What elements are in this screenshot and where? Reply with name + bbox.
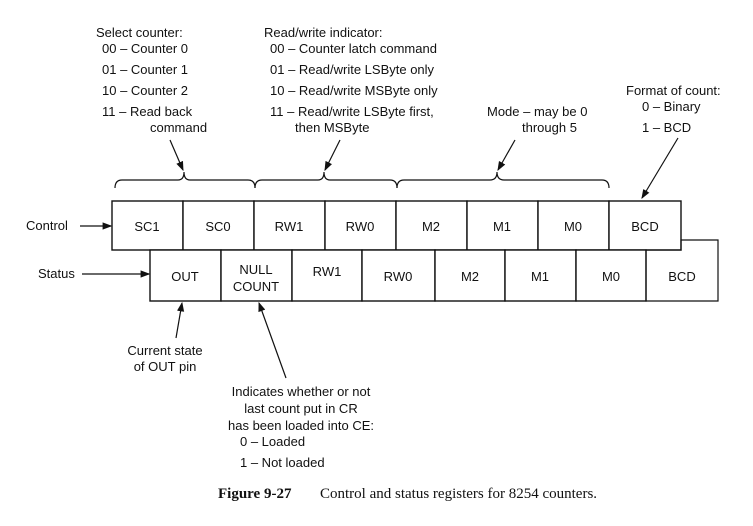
null-line: has been loaded into CE: <box>228 418 374 433</box>
control-register: Control SC1 SC0 RW1 RW0 M2 M1 M0 BCD <box>26 200 682 251</box>
figure-caption: Figure 9-27 Control and status registers… <box>218 486 597 502</box>
caption-text: Control and status registers for 8254 co… <box>320 486 597 502</box>
select-counter-item: command <box>150 120 207 135</box>
select-counter-annotation: Select counter: 00 – Counter 0 01 – Coun… <box>96 25 207 135</box>
arrow-select <box>169 139 184 172</box>
status-label: Status <box>38 266 75 281</box>
format-annotation: Format of count: 0 – Binary 1 – BCD <box>626 83 721 135</box>
mode-line: Mode – may be 0 <box>487 104 587 119</box>
control-bit: RW1 <box>275 219 304 234</box>
arrow-mode <box>497 139 516 172</box>
arrow-out <box>175 301 185 339</box>
status-bit: OUT <box>171 269 199 284</box>
select-counter-item: 00 – Counter 0 <box>102 41 188 56</box>
figure-number: Figure 9-27 <box>218 486 292 502</box>
status-bit: M1 <box>531 269 549 284</box>
rw-item: 01 – Read/write LSByte only <box>270 62 435 77</box>
arrow-format <box>641 137 679 200</box>
status-bit: M2 <box>461 269 479 284</box>
mode-line: through 5 <box>522 120 577 135</box>
select-counter-item: 11 – Read back <box>102 104 193 119</box>
rw-indicator-annotation: Read/write indicator: 00 – Counter latch… <box>264 25 438 135</box>
control-bit: M1 <box>493 219 511 234</box>
format-item: 0 – Binary <box>642 99 701 114</box>
null-count-annotation: Indicates whether or not last count put … <box>228 384 374 470</box>
brace-rw <box>254 171 398 189</box>
status-bit: RW0 <box>384 269 413 284</box>
rw-title: Read/write indicator: <box>264 25 383 40</box>
mode-annotation: Mode – may be 0 through 5 <box>487 104 587 135</box>
status-bit: NULL <box>239 262 272 277</box>
select-counter-title: Select counter: <box>96 25 183 40</box>
control-label: Control <box>26 218 68 233</box>
control-bit: M0 <box>564 219 582 234</box>
rw-item: 11 – Read/write LSByte first, <box>270 104 434 119</box>
out-line: of OUT pin <box>134 359 197 374</box>
control-bit: SC1 <box>134 219 159 234</box>
status-register: Status OUT NULL COUNT RW1 RW0 M2 M1 M0 B… <box>38 239 719 302</box>
null-line: 1 – Not loaded <box>240 455 325 470</box>
null-line: Indicates whether or not <box>232 384 371 399</box>
select-counter-item: 10 – Counter 2 <box>102 83 188 98</box>
format-title: Format of count: <box>626 83 721 98</box>
null-line: 0 – Loaded <box>240 434 305 449</box>
status-bit: BCD <box>668 269 695 284</box>
rw-item: 00 – Counter latch command <box>270 41 437 56</box>
out-line: Current state <box>127 343 202 358</box>
control-bit: RW0 <box>346 219 375 234</box>
status-bit: M0 <box>602 269 620 284</box>
status-bit: RW1 <box>313 264 342 279</box>
control-bit: BCD <box>631 219 658 234</box>
rw-item: 10 – Read/write MSByte only <box>270 83 438 98</box>
status-bit: COUNT <box>233 279 279 294</box>
braces <box>114 137 679 200</box>
control-bit: M2 <box>422 219 440 234</box>
arrow-null-count <box>258 301 287 379</box>
arrow-rw <box>324 139 341 172</box>
select-counter-item: 01 – Counter 1 <box>102 62 188 77</box>
brace-mode <box>396 171 610 189</box>
status-bcd-cell <box>645 239 719 302</box>
rw-item: then MSByte <box>295 120 369 135</box>
control-bit: SC0 <box>205 219 230 234</box>
brace-select <box>114 171 256 189</box>
format-item: 1 – BCD <box>642 120 691 135</box>
null-line: last count put in CR <box>244 401 357 416</box>
out-annotation: Current state of OUT pin <box>127 343 202 374</box>
